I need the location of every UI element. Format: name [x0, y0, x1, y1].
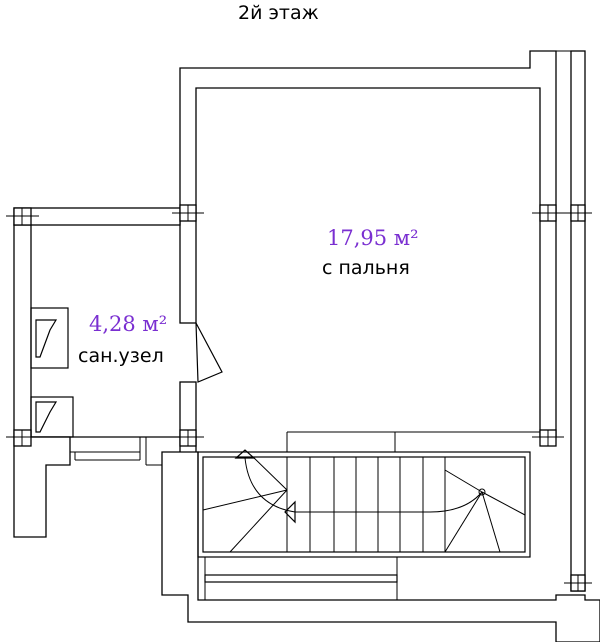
column-marker [172, 429, 204, 447]
wall-bathroom-left [13, 224, 32, 438]
wall-right-outer [570, 50, 586, 592]
column-marker [172, 204, 204, 222]
walls [13, 50, 600, 642]
column-markers [6, 204, 592, 592]
stair-frame [197, 451, 531, 558]
wall-bedroom-left-upper [179, 212, 197, 324]
column-marker [532, 429, 564, 447]
bedroom-area: 17,95 м² [327, 226, 419, 250]
column-marker [564, 574, 592, 592]
room-label-bedroom: 17,95 м² с пальня [322, 226, 419, 279]
wall-top [179, 50, 557, 214]
bathroom-name: сан.узел [78, 345, 164, 367]
wall-right [539, 212, 557, 438]
sink-fixture [30, 396, 74, 438]
bedroom-name: с пальня [322, 257, 410, 279]
wall-lower-left [13, 436, 71, 538]
wall-bottom-left [14, 436, 600, 642]
bathroom-area: 4,28 м² [89, 312, 167, 336]
floor-title: 2й этаж [238, 2, 319, 24]
wall-bedroom-left-lower [179, 381, 197, 438]
column-marker [6, 207, 39, 226]
column-marker [532, 204, 564, 222]
bathroom-fixtures [30, 307, 74, 438]
room-label-bathroom: 4,28 м² сан.узел [78, 312, 167, 367]
column-marker [564, 204, 592, 222]
staircase [197, 431, 540, 600]
toilet-fixture [30, 307, 69, 369]
bathroom-door [195, 322, 223, 383]
